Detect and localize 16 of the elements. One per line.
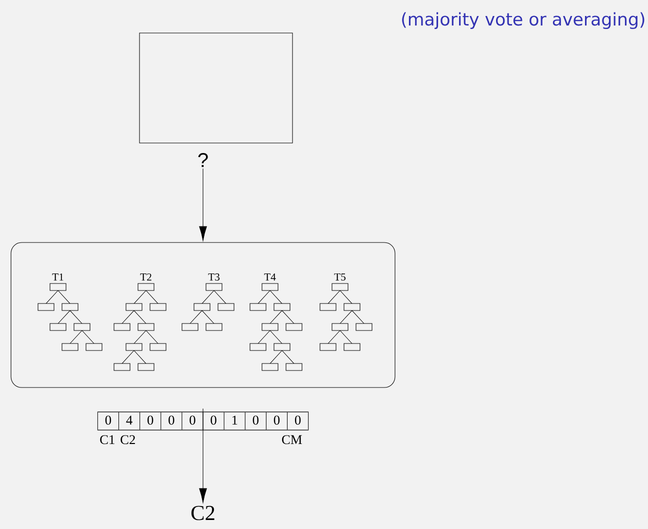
tree-label: T2 xyxy=(140,273,152,281)
vote-vector: 0 4 0 0 0 0 1 0 0 0 xyxy=(97,412,309,430)
class-label: CM xyxy=(282,435,302,444)
tree-label: T5 xyxy=(334,273,346,281)
class-label: C1 xyxy=(100,435,114,444)
output-label: C2 xyxy=(191,506,214,520)
class-label: C2 xyxy=(120,435,135,444)
question-mark: ? xyxy=(198,153,208,167)
tree-label: T3 xyxy=(208,273,220,281)
annotation-text: (majority vote or averaging) xyxy=(402,12,644,30)
ensemble-box xyxy=(10,242,396,388)
arrow xyxy=(199,408,207,503)
empty-box xyxy=(139,32,293,144)
tree-label: T1 xyxy=(52,273,64,281)
arrow xyxy=(199,168,207,241)
tree-label: T4 xyxy=(264,274,276,281)
